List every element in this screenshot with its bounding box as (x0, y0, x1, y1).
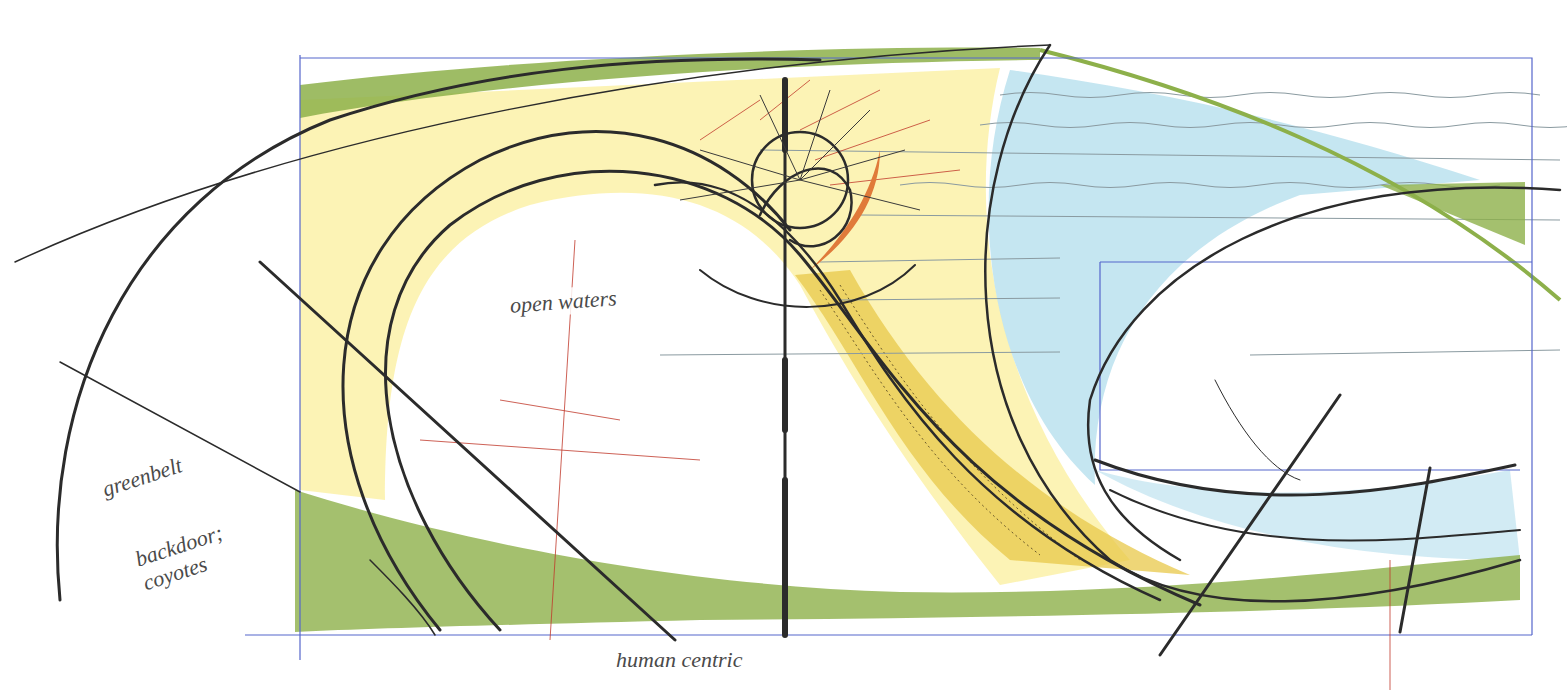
water-lines (660, 93, 1567, 356)
handwritten-note: human centric (612, 646, 746, 673)
greenbelt-bottom (295, 490, 1520, 632)
greenbelt-wedge (1380, 182, 1525, 245)
greenbelt-line (1040, 50, 1560, 300)
spiral-rays (680, 90, 920, 210)
blue-water (989, 70, 1480, 485)
sketch-strokes (15, 45, 1560, 655)
frame-lines (245, 55, 1532, 660)
handwritten-note: greenbelt (95, 450, 189, 504)
handwritten-note: open waters (505, 284, 622, 319)
red-guides (420, 80, 1390, 690)
handwritten-note: backdoor; coyotes (128, 509, 264, 598)
